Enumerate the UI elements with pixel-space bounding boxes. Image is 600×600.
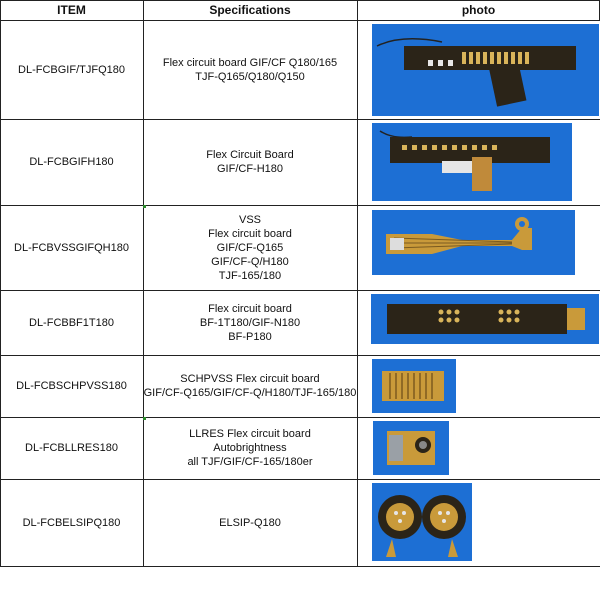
flex-board-5-image [372, 359, 456, 413]
item-spec: SCHPVSS Flex circuit board GIF/CF-Q165/G… [143, 373, 357, 399]
flex-board-3-image [372, 210, 575, 275]
flex-board-6-image [373, 421, 449, 475]
grid-line [0, 0, 600, 1]
grid-line [0, 119, 600, 120]
flex-board-2-image [372, 123, 572, 201]
grid-line [0, 205, 600, 206]
cell-marker [143, 205, 146, 208]
grid-line [143, 0, 144, 567]
item-code: DL-FCBVSSGIFQH180 [14, 241, 129, 254]
grid-line [357, 0, 358, 567]
header-item: ITEM [57, 3, 86, 17]
table-header: ITEM Specifications photo [0, 0, 600, 20]
flex-board-1-image [372, 24, 599, 116]
flex-board-4-image [371, 294, 599, 344]
product-photo [372, 123, 572, 201]
product-photo [372, 359, 456, 413]
item-spec: Flex circuit board BF-1T180/GIF-N180 BF-… [199, 302, 301, 343]
product-photo [372, 24, 599, 116]
product-photo [372, 483, 472, 561]
item-spec: LLRES Flex circuit board Autobrightness … [187, 428, 313, 468]
grid-line [0, 20, 600, 21]
grid-line [0, 479, 600, 480]
table-row: DL-FCBLLRES180 LLRES Flex circuit board … [0, 417, 600, 479]
product-photo [372, 210, 575, 275]
item-code: DL-FCBLLRES180 [25, 442, 118, 454]
table-row: DL-FCBSCHPVSS180 SCHPVSS Flex circuit bo… [0, 355, 600, 417]
table-row: DL-FCBELSIPQ180 ELSIP-Q180 [0, 479, 600, 567]
item-spec: ELSIP-Q180 [219, 517, 281, 529]
grid-line [0, 417, 600, 418]
grid-line [0, 355, 600, 356]
grid-line [0, 566, 600, 567]
item-code: DL-FCBBF1T180 [29, 316, 114, 329]
table-row: DL-FCBBF1T180 Flex circuit board BF-1T18… [0, 290, 600, 355]
table-row: DL-FCBGIF/TJFQ180 Flex circuit board GIF… [0, 20, 600, 119]
header-specifications: Specifications [209, 3, 291, 17]
flex-board-7-image [372, 483, 472, 561]
item-spec: Flex Circuit Board GIF/CF-H180 [206, 149, 294, 175]
table-row: DL-FCBGIFH180 Flex Circuit Board GIF/CF-… [0, 119, 600, 205]
grid-line [0, 0, 1, 567]
item-code: DL-FCBGIFH180 [29, 156, 114, 168]
product-photo [373, 421, 449, 475]
cell-marker [143, 417, 146, 420]
item-code: DL-FCBSCHPVSS180 [16, 380, 127, 392]
grid-line [0, 290, 600, 291]
table-row: DL-FCBVSSGIFQH180 VSS Flex circuit board… [0, 205, 600, 290]
item-code: DL-FCBGIF/TJFQ180 [18, 63, 125, 76]
product-photo [371, 294, 599, 344]
header-photo: photo [461, 3, 496, 17]
item-code: DL-FCBELSIPQ180 [22, 517, 121, 529]
item-spec: Flex circuit board GIF/CF Q180/165 TJF-Q… [162, 56, 338, 83]
item-spec: VSS Flex circuit board GIF/CF-Q165 GIF/C… [208, 213, 292, 282]
